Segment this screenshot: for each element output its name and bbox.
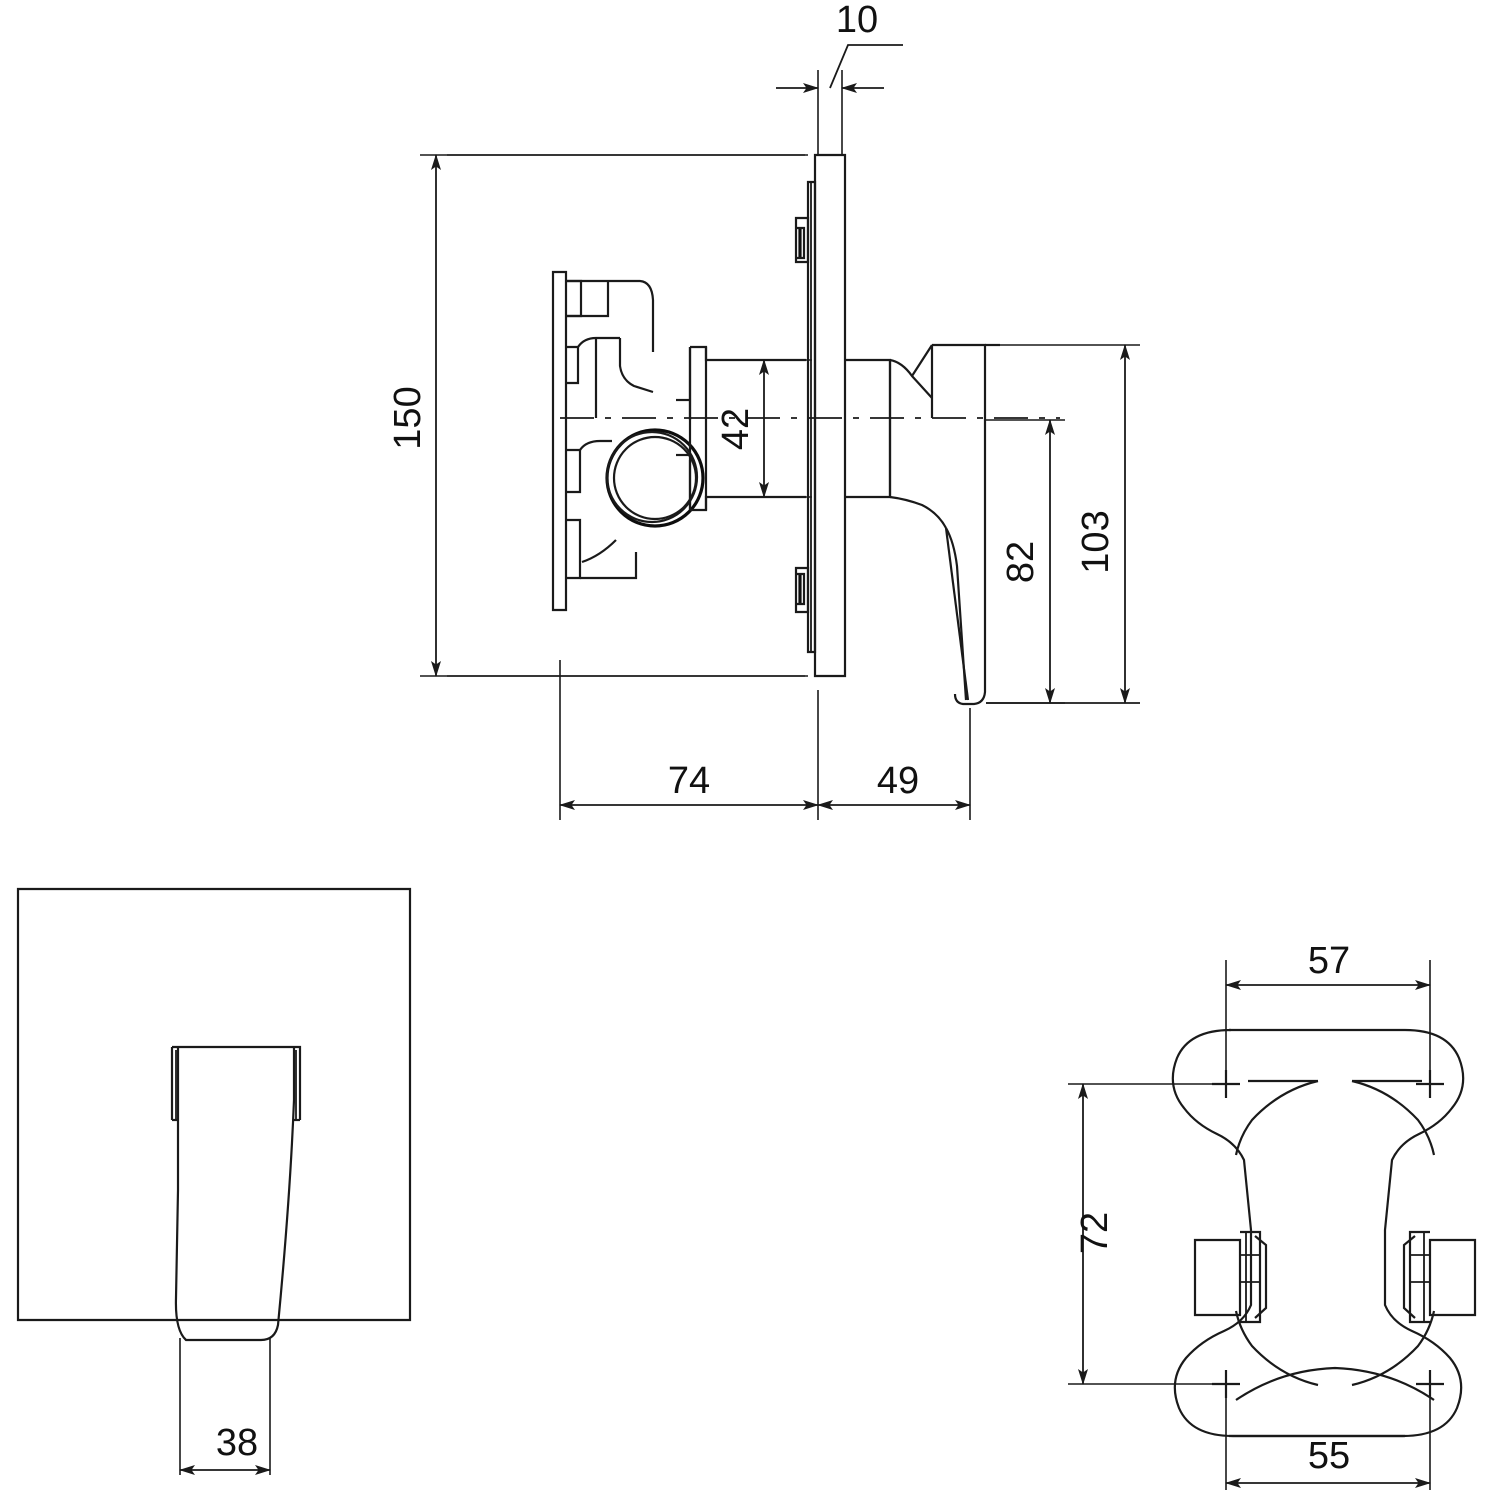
dim-38-group: 38: [179, 1338, 271, 1475]
dim-74-group: 74: [559, 660, 819, 820]
dim-74-label: 74: [668, 760, 710, 802]
dim-82-label: 82: [1000, 541, 1042, 583]
dim-72-label: 72: [1074, 1212, 1116, 1254]
dim-10-group: 10: [776, 0, 903, 155]
view-front-plate: 38: [16, 887, 412, 1475]
dim-103-label: 103: [1075, 510, 1117, 573]
view-side-section: 10 150 42 103 82: [387, 0, 1140, 820]
dim-72-group: 72: [1068, 1083, 1226, 1385]
dim-57-group: 57: [1225, 940, 1431, 1084]
dim-82-group: 82: [986, 419, 1065, 704]
bracket-clamp-right: [1402, 1230, 1477, 1324]
dim-10-label: 10: [836, 0, 878, 41]
lever-handle-front: [170, 1045, 302, 1342]
valve-body: [676, 345, 806, 512]
view-mounting-bracket: 57 72 55: [1068, 940, 1477, 1490]
dim-42-group: 42: [706, 359, 812, 498]
dim-38-label: 38: [216, 1422, 258, 1464]
rear-mounting-plate: [551, 270, 655, 612]
cartridge-ring: [605, 428, 705, 528]
dim-49-label: 49: [877, 760, 919, 802]
lever-handle-assembly: [845, 343, 1000, 706]
dim-57-label: 57: [1308, 940, 1350, 982]
dim-42-label: 42: [715, 408, 757, 450]
dim-55-group: 55: [1225, 1384, 1431, 1490]
dim-103-group: 103: [986, 344, 1140, 704]
square-face-plate: [16, 887, 412, 1322]
dim-49-group: 49: [817, 708, 971, 820]
bracket-inner-curves: [1234, 1079, 1436, 1401]
bracket-outline: [1171, 1028, 1465, 1438]
dim-55-label: 55: [1308, 1435, 1350, 1477]
bracket-clamp-left: [1193, 1230, 1268, 1324]
dim-150-label: 150: [387, 386, 429, 449]
wall-escutcheon-plate: [794, 153, 847, 678]
